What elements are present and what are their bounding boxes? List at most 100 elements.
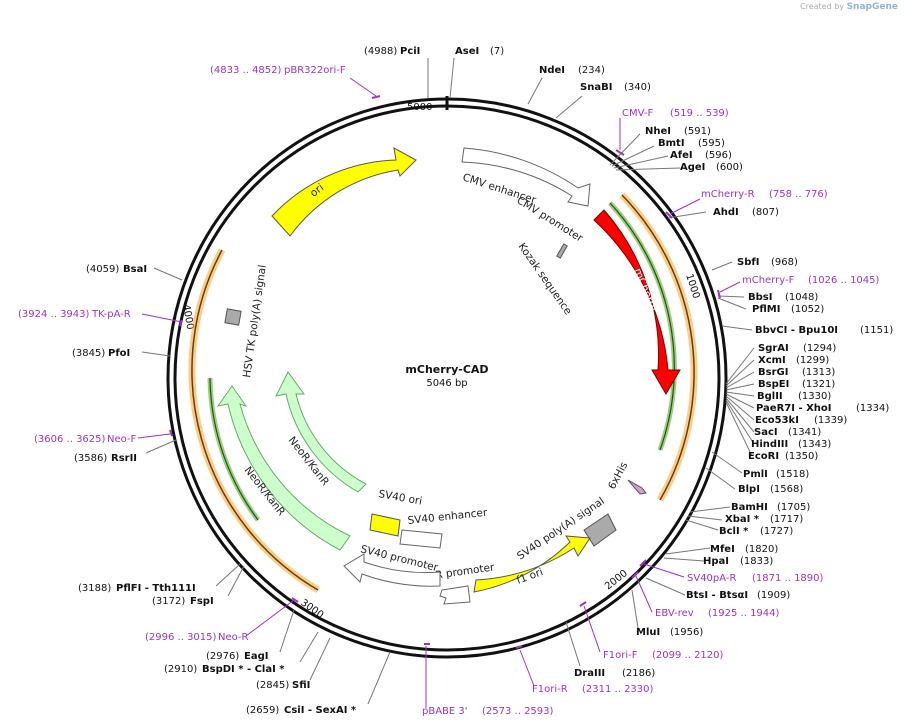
- watermark: Created by SnapGene: [800, 2, 898, 12]
- enzyme-HpaI: HpaI: [703, 556, 729, 567]
- primer-range-F1ori-F: (2099 .. 2120): [652, 650, 724, 661]
- enzyme-pos-FspI: (3172): [152, 596, 185, 607]
- f1-ori-arrow: [473, 535, 591, 593]
- enzyme-NheI: NheI: [645, 126, 671, 137]
- primer-range-Neo-R: (2996 .. 3015): [145, 632, 217, 643]
- enzyme-BtsI: BtsI - BtsαI: [686, 590, 748, 601]
- primer-range-SV40pA-R: (1871 .. 1890): [752, 573, 824, 584]
- tick-2000: 2000: [603, 568, 630, 592]
- enzyme-pos-DraIII: (2186): [622, 668, 655, 679]
- enzyme-SacI: SacI: [754, 427, 778, 438]
- enzyme-PfoI: PfoI: [108, 348, 130, 359]
- enzyme-pos-BmtI: (595): [698, 138, 725, 149]
- enzyme-pos-BglII: (1330): [798, 391, 831, 402]
- enzyme-SbfI: SbfI: [737, 257, 759, 268]
- enzyme-pos-MluI: (1956): [670, 627, 703, 638]
- watermark-brand: SnapGene: [846, 2, 898, 12]
- enzyme-pos-XcmI: (1299): [796, 355, 829, 366]
- enzyme-FspI: FspI: [190, 596, 214, 607]
- enzyme-MluI: MluI: [636, 627, 660, 638]
- hsv-polya-label: HSV TK poly(A) signal: [241, 264, 269, 378]
- primer-pBABE3: pBABE 3': [422, 706, 468, 717]
- tick-5000: 5000: [407, 102, 432, 113]
- enzyme-pos-EagI: (2976): [206, 651, 239, 662]
- enzyme-pos-BtsI: (1909): [757, 590, 790, 601]
- kozak-label: Kozak sequence: [516, 241, 574, 317]
- enzyme-PflMI: PflMI: [752, 304, 780, 315]
- primer-range-pBR322ori-F: (4833 .. 4852): [210, 65, 282, 76]
- enzyme-NdeI: NdeI: [539, 65, 565, 76]
- sv40-ori-box: [369, 513, 401, 537]
- hsv-polya-box: [224, 308, 242, 326]
- primer-Neo-F: Neo-F: [107, 434, 137, 445]
- primer-F1ori-F: F1ori-F: [603, 650, 638, 661]
- enzyme-EagI: EagI: [244, 651, 268, 662]
- enzyme-pos-CsiI: (2659): [246, 705, 279, 716]
- primer-range-EBV-rev: (1925 .. 1944): [708, 608, 780, 619]
- enzyme-BglII: BglII: [757, 391, 783, 402]
- enzyme-pos-SacI: (1341): [788, 427, 821, 438]
- orf-orange-left-line: [191, 249, 319, 591]
- enzyme-BspDI: BspDI * - ClaI *: [202, 664, 285, 675]
- primer-F1ori-R: F1ori-R: [532, 684, 568, 695]
- neor-outer-arrow: [216, 385, 351, 551]
- enzyme-PaeR7I: PaeR7I - XhoI: [756, 403, 832, 414]
- ori-arrow: [271, 147, 417, 237]
- enzyme-BsrGI: BsrGI: [758, 367, 788, 378]
- enzyme-pos-PaeR7I: (1334): [856, 403, 889, 414]
- enzyme-pos-AfeI: (596): [705, 150, 732, 161]
- enzyme-pos-BbvCI: (1151): [860, 325, 893, 336]
- enzyme-BspEI: BspEI: [758, 379, 789, 390]
- primer-markers: [169, 95, 721, 649]
- sv40-ori-label: SV40 ori: [377, 488, 423, 507]
- enzyme-pos-MfeI: (1820): [745, 544, 778, 555]
- enzyme-pos-RsrII: (3586): [74, 453, 107, 464]
- his-label: 6xHis: [606, 460, 630, 491]
- enzyme-pos-AhdI: (807): [752, 207, 779, 218]
- enzyme-PmlI: PmlI: [743, 469, 768, 480]
- primer-SV40pA-R: SV40pA-R: [687, 573, 736, 584]
- enzyme-BamHI: BamHI: [731, 502, 768, 513]
- enzyme-pos-XbaI: (1717): [770, 514, 803, 525]
- enzyme-AhdI: AhdI: [713, 207, 739, 218]
- orf-green-right-line: [609, 202, 675, 451]
- cmv-arrow: [461, 147, 591, 207]
- primer-Neo-R: Neo-R: [218, 632, 249, 643]
- enzyme-BmtI: BmtI: [658, 138, 685, 149]
- enzyme-pos-PflFI: (3188): [78, 583, 111, 594]
- orf-orange-right-line: [621, 194, 695, 501]
- enzyme-pos-PciI: (4988): [364, 46, 397, 57]
- sv40-promoter-arrow: [343, 553, 441, 587]
- enzyme-BsaI: BsaI: [123, 264, 147, 275]
- primer-range-mCherry-F: (1026 .. 1045): [808, 275, 880, 286]
- enzyme-EcoRI: EcoRI: [748, 451, 779, 462]
- enzyme-XbaI: XbaI *: [725, 514, 760, 525]
- enzyme-pos-NdeI: (234): [578, 65, 605, 76]
- primer-range-F1ori-R: (2311 .. 2330): [582, 684, 654, 695]
- enzyme-MfeI: MfeI: [710, 544, 735, 555]
- kozak-box: [556, 243, 568, 259]
- primer-mCherry-F: mCherry-F: [742, 275, 795, 286]
- enzyme-SnaBI: SnaBI: [580, 82, 612, 93]
- enzyme-pos-BlpI: (1568): [770, 484, 803, 495]
- enzyme-pos-PflMI: (1052): [791, 304, 824, 315]
- watermark-prefix: Created by: [800, 2, 845, 11]
- orf-green-left-line: [209, 377, 259, 521]
- enzyme-pos-NheI: (591): [684, 126, 711, 137]
- enzyme-pos-HpaI: (1833): [740, 556, 773, 567]
- enzyme-AseI: AseI: [455, 46, 479, 57]
- primer-range-mCherry-R: (758 .. 776): [769, 189, 828, 200]
- enzyme-pos-BspDI: (2910): [164, 664, 197, 675]
- enzyme-pos-SnaBI: (340): [624, 82, 651, 93]
- primer-CMV-F: CMV-F: [622, 108, 653, 119]
- primer-EBV-rev: EBV-rev: [655, 608, 694, 619]
- enzyme-DraIII: DraIII: [574, 668, 605, 679]
- enzyme-BclI: BclI *: [719, 526, 749, 537]
- tick-4000: 4000: [180, 304, 195, 331]
- enzyme-pos-PmlI: (1518): [776, 469, 809, 480]
- primer-pBR322ori-F: pBR322ori-F: [284, 65, 346, 76]
- primer-TK-pA-R: TK-pA-R: [91, 309, 131, 320]
- plasmid-name: mCherry-CAD: [405, 363, 488, 376]
- enzyme-SfiI: SfiI: [292, 680, 310, 691]
